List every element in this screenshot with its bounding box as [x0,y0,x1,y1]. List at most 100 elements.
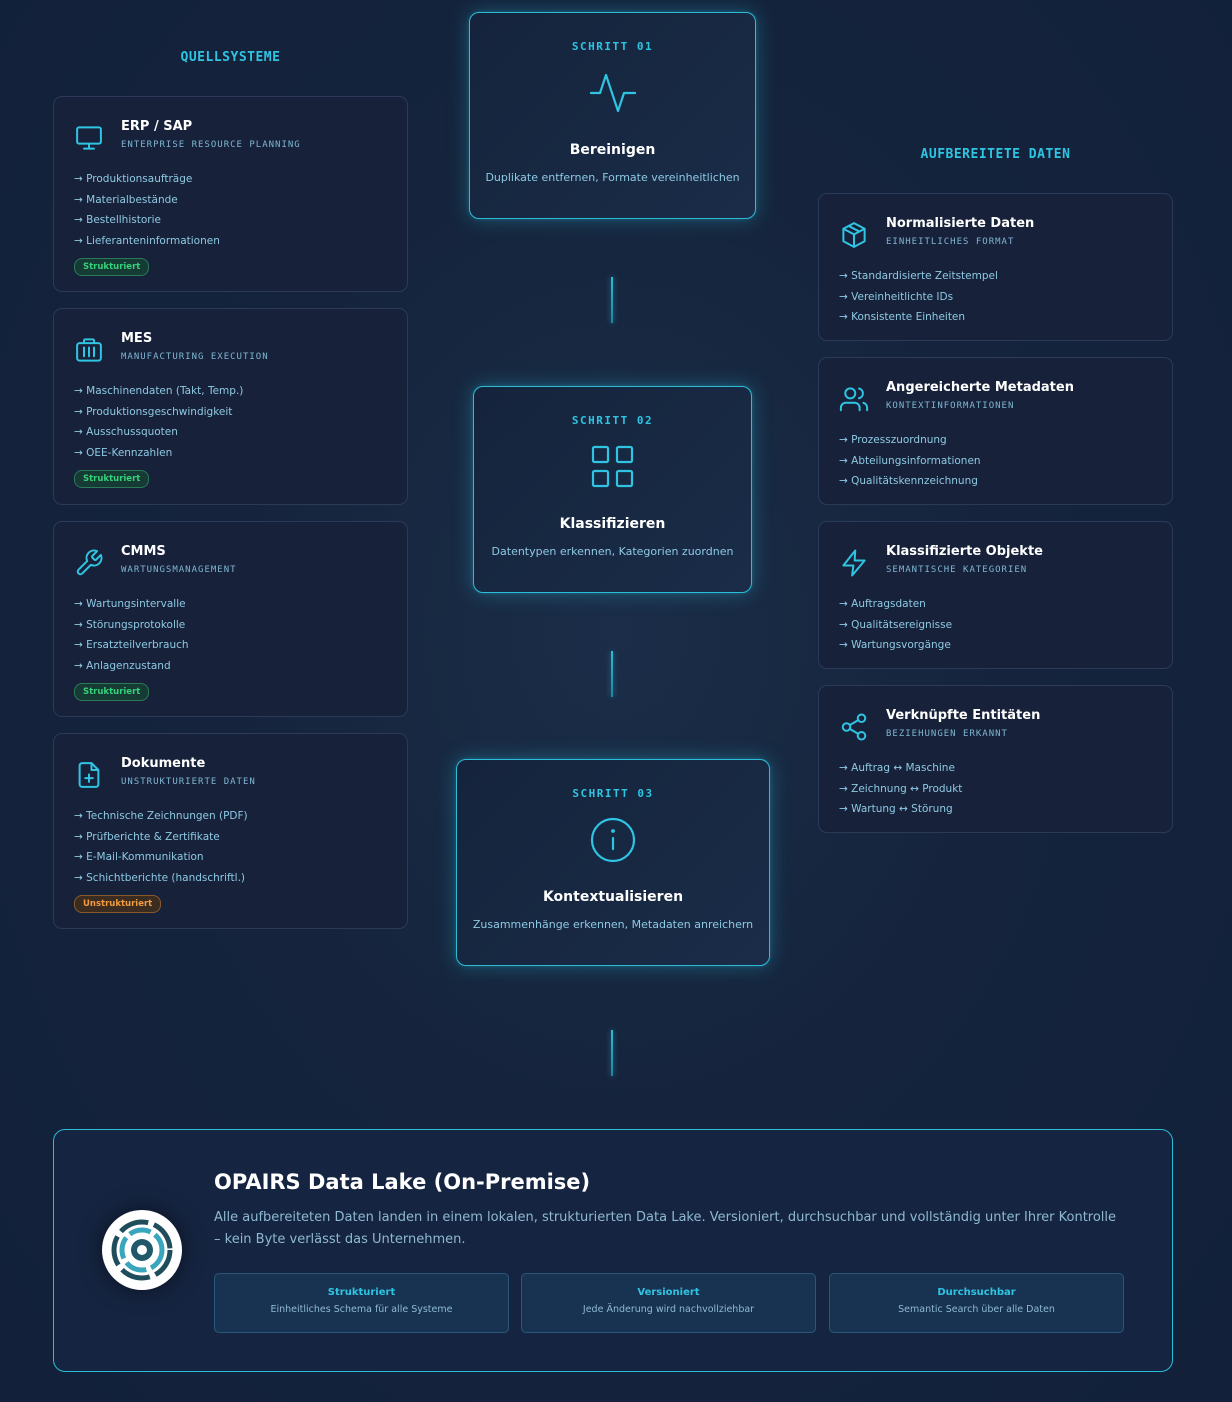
cube-icon [839,220,869,250]
list-item: → Wartungsintervalle [74,598,186,610]
card-items: → Maschinendaten (Takt, Temp.) → Produkt… [74,381,387,463]
flow-connector [611,277,613,323]
output-card-linked[interactable]: Verknüpfte Entitäten BEZIEHUNGEN ERKANNT… [818,685,1173,833]
outputs-heading: AUFBEREITETE DATEN [920,147,1071,162]
list-item: → Qualitätskennzeichnung [839,475,978,487]
card-subtitle: BEZIEHUNGEN ERKANNT [886,729,1008,739]
step-label: SCHRITT 01 [571,40,654,53]
card-title: Angereicherte Metadaten [886,380,1074,395]
list-item: → Auftragsdaten [839,598,926,610]
status-badge: Strukturiert [74,258,150,276]
step-label: SCHRITT 02 [571,414,654,427]
list-item: → Wartungsvorgänge [839,639,951,651]
flow-connector [611,651,613,697]
share-icon [839,712,869,742]
data-lake-panel: OPAIRS Data Lake (On-Premise) Alle aufbe… [53,1129,1173,1372]
step-title: Bereinigen [569,142,656,158]
flow-connector [611,1030,613,1076]
feature-structured: Strukturiert Einheitliches Schema für al… [214,1273,509,1333]
sources-heading: QUELLSYSTEME [180,50,281,65]
card-title: Normalisierte Daten [886,216,1035,231]
card-items: → Auftragsdaten → Qualitätsereignisse → … [839,594,1152,656]
card-title: Verknüpfte Entitäten [886,708,1041,723]
status-badge: Unstrukturiert [74,895,162,913]
monitor-icon [74,123,104,153]
feature-description: Einheitliches Schema für alle Systeme [270,1304,453,1315]
card-subtitle: EINHEITLICHES FORMAT [886,237,1015,247]
list-item: → Produktionsaufträge [74,173,193,185]
feature-title: Strukturiert [327,1287,396,1298]
list-item: → Maschinendaten (Takt, Temp.) [74,385,244,397]
list-item: → Prozesszuordnung [839,434,947,446]
output-card-metadata[interactable]: Angereicherte Metadaten KONTEXTINFORMATI… [818,357,1173,505]
card-title: ERP / SAP [121,119,193,134]
card-subtitle: ENTERPRISE RESOURCE PLANNING [121,140,301,150]
status-badge: Strukturiert [74,470,150,488]
list-item: → Wartung ↔ Störung [839,803,953,815]
list-item: → Ersatzteilverbrauch [74,639,189,651]
card-items: → Technische Zeichnungen (PDF) → Prüfber… [74,806,387,888]
list-item: → Qualitätsereignisse [839,618,953,631]
card-title: MES [121,331,153,346]
lightning-icon [839,548,869,578]
info-icon [589,816,637,864]
card-items: → Produktionsaufträge → Materialbestände… [74,169,387,251]
step-description: Zusammenhänge erkennen, Metadaten anreic… [472,918,754,931]
source-card-cmms[interactable]: CMMS WARTUNGSMANAGEMENT → Wartungsinterv… [53,521,408,717]
card-subtitle: WARTUNGSMANAGEMENT [121,565,237,575]
feature-description: Jede Änderung wird nachvollziehbar [582,1304,755,1315]
list-item: → Technische Zeichnungen (PDF) [74,810,248,822]
card-subtitle: MANUFACTURING EXECUTION [121,352,269,362]
feature-searchable: Durchsuchbar Semantic Search über alle D… [829,1273,1124,1333]
card-subtitle: KONTEXTINFORMATIONEN [886,401,1015,411]
list-item: → OEE-Kennzahlen [74,446,173,459]
step-title: Kontextualisieren [542,889,684,905]
list-item: → Zeichnung ↔ Produkt [839,782,963,795]
users-icon [839,384,869,414]
list-item: → Konsistente Einheiten [839,311,966,323]
step-label: SCHRITT 03 [572,787,654,800]
card-title: Dokumente [121,756,206,771]
step-description: Duplikate entfernen, Formate vereinheitl… [485,171,740,184]
list-item: → Vereinheitlichte IDs [839,290,954,303]
card-title: Klassifizierte Objekte [886,544,1043,559]
feature-title: Durchsuchbar [937,1287,1016,1298]
list-item: → Störungsprotokolle [74,618,186,631]
step-card-clean[interactable]: SCHRITT 01 Bereinigen Duplikate entferne… [469,12,756,219]
factory-icon [74,335,104,365]
step-title: Klassifizieren [559,516,666,532]
source-card-erp[interactable]: ERP / SAP ENTERPRISE RESOURCE PLANNING →… [53,96,408,292]
step-card-contextualize[interactable]: SCHRITT 03 Kontextualisieren Zusammenhän… [456,759,770,966]
opairs-logo-icon [102,1210,182,1290]
list-item: → Bestellhistorie [74,214,161,226]
pulse-icon [589,69,637,117]
card-items: → Wartungsintervalle → Störungsprotokoll… [74,594,387,676]
lake-title: OPAIRS Data Lake (On-Premise) [214,1170,591,1194]
source-card-documents[interactable]: Dokumente UNSTRUKTURIERTE DATEN → Techni… [53,733,408,929]
lake-description: Alle aufbereiteten Daten landen in einem… [214,1210,1117,1247]
list-item: → Schichtberichte (handschriftl.) [74,871,246,884]
list-item: → Abteilungsinformationen [839,454,981,467]
grid-icon [589,443,637,491]
list-item: → E-Mail-Kommunikation [74,851,204,863]
output-card-normalized[interactable]: Normalisierte Daten EINHEITLICHES FORMAT… [818,193,1173,341]
list-item: → Anlagenzustand [74,659,171,672]
output-card-classified[interactable]: Klassifizierte Objekte SEMANTISCHE KATEG… [818,521,1173,669]
list-item: → Lieferanteninformationen [74,234,220,247]
card-subtitle: SEMANTISCHE KATEGORIEN [886,565,1028,575]
card-title: CMMS [121,544,166,559]
list-item: → Auftrag ↔ Maschine [839,762,955,774]
list-item: → Produktionsgeschwindigkeit [74,405,233,418]
card-subtitle: UNSTRUKTURIERTE DATEN [121,777,256,787]
feature-title: Versioniert [637,1287,700,1298]
list-item: → Standardisierte Zeitstempel [839,270,998,282]
list-item: → Materialbestände [74,193,178,206]
step-card-classify[interactable]: SCHRITT 02 Klassifizieren Datentypen erk… [473,386,752,593]
list-item: → Ausschussquoten [74,426,178,438]
card-items: → Standardisierte Zeitstempel → Vereinhe… [839,266,1152,328]
source-card-mes[interactable]: MES MANUFACTURING EXECUTION → Maschinend… [53,308,408,505]
feature-versioned: Versioniert Jede Änderung wird nachvollz… [521,1273,816,1333]
document-plus-icon [74,760,104,790]
step-description: Datentypen erkennen, Kategorien zuordnen [491,545,734,558]
feature-description: Semantic Search über alle Daten [898,1304,1055,1315]
